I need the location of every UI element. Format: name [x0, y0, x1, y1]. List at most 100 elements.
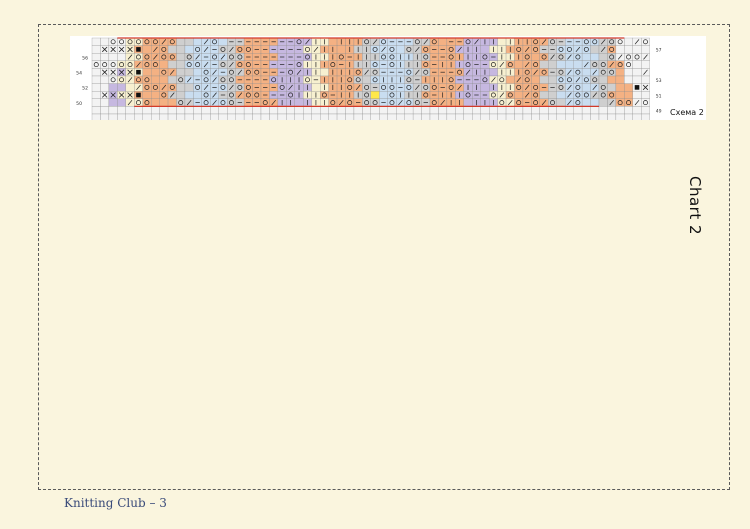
- stitch-symbol: [170, 92, 175, 98]
- chart-cell: [108, 106, 118, 115]
- chart-cell: [573, 83, 583, 92]
- chart-cell: [294, 60, 304, 69]
- chart-cell: [480, 75, 490, 84]
- stitch-symbol: [643, 100, 648, 106]
- chart-cell: [379, 83, 388, 92]
- chart-cell: [641, 75, 650, 84]
- chart-cell: [421, 91, 431, 99]
- stitch-symbol: [558, 77, 564, 83]
- stitch-symbol: [389, 54, 395, 60]
- row-number-left: 52: [82, 86, 88, 92]
- chart-cell: [193, 83, 203, 92]
- chart-cell: [176, 98, 186, 107]
- chart-cell: [379, 106, 388, 115]
- stitch-symbol: [136, 54, 141, 60]
- chart-cell: [463, 98, 473, 107]
- chart-cell: [201, 91, 211, 99]
- chart-cell: [556, 60, 566, 69]
- chart-cell: [556, 106, 566, 115]
- chart-cell: [607, 83, 617, 92]
- stitch-symbol: [372, 46, 378, 52]
- chart-cell: [201, 75, 211, 84]
- chart-cell: [632, 106, 642, 115]
- row-number-left: 50: [76, 101, 82, 107]
- stitch-symbol: [288, 92, 294, 98]
- chart-cell: [396, 113, 405, 122]
- chart-cell: [472, 106, 481, 115]
- chart-cell: [345, 75, 355, 84]
- chart-cell: [252, 68, 262, 77]
- chart-cell: [117, 53, 126, 61]
- chart-cell: [319, 106, 329, 115]
- stitch-symbol: [431, 100, 437, 106]
- chart-cell: [641, 45, 650, 54]
- stitch-symbol: [127, 62, 133, 68]
- chart-cell: [404, 75, 414, 84]
- chart-cell: [193, 106, 203, 115]
- stitch-symbol: [490, 62, 496, 68]
- stitch-symbol: [305, 77, 310, 83]
- chart-cell: [632, 75, 642, 84]
- chart-cell: [252, 91, 262, 99]
- chart-cell: [108, 113, 118, 122]
- chart-cell: [404, 98, 414, 107]
- chart-cell: [117, 98, 126, 107]
- stitch-symbol: [228, 100, 234, 106]
- chart-cell: [404, 113, 414, 122]
- chart-cell: [176, 75, 186, 84]
- chart-cell: [548, 60, 557, 69]
- chart-cell: [379, 113, 388, 122]
- stitch-symbol: [203, 84, 209, 91]
- stitch-symbol: [474, 39, 479, 45]
- stitch-symbol: [118, 69, 125, 75]
- chart-cell: [328, 113, 338, 122]
- chart-cell: [497, 37, 507, 46]
- chart-cell: [556, 68, 566, 77]
- stitch-symbol: [457, 84, 462, 91]
- row-number-right: 57: [656, 48, 662, 54]
- chart-cell: [235, 106, 245, 115]
- chart-cell: [598, 98, 608, 107]
- chart-cell: [345, 83, 355, 92]
- stitch-symbol: [288, 84, 293, 91]
- stitch-symbol: [567, 84, 572, 91]
- stitch-symbol: [110, 77, 116, 83]
- stitch-symbol: [127, 46, 133, 53]
- stitch-symbol: [237, 92, 243, 98]
- chart-cell: [556, 75, 566, 84]
- chart-cell: [303, 113, 312, 122]
- chart-cell: [294, 98, 304, 107]
- chart-cell: [243, 106, 253, 115]
- chart-cell: [345, 106, 355, 115]
- chart-cell: [581, 75, 591, 84]
- chart-cell: [624, 83, 633, 92]
- stitch-symbol: [415, 46, 420, 53]
- stitch-symbol: [643, 39, 648, 45]
- stitch-symbol: [423, 92, 429, 98]
- chart-cell: [336, 53, 346, 61]
- chart-cell: [167, 75, 177, 84]
- chart-cell: [193, 113, 203, 122]
- stitch-symbol: [355, 84, 361, 91]
- stitch-symbol: [144, 100, 150, 106]
- stitch-symbol: [127, 92, 133, 98]
- chart-cell: [151, 83, 160, 92]
- chart-cell: [218, 113, 228, 122]
- stitch-symbol: [355, 69, 361, 75]
- stitch-symbol: [237, 84, 243, 90]
- chart-cell: [125, 60, 135, 69]
- chart-cell: [438, 37, 448, 46]
- chart-cell: [252, 106, 262, 115]
- chart-cell: [446, 106, 456, 115]
- chart-cell: [167, 60, 177, 69]
- chart-cell: [269, 75, 279, 84]
- chart-cell: [91, 37, 101, 46]
- chart-cell: [522, 75, 532, 84]
- stitch-symbol: [101, 69, 108, 75]
- stitch-symbol: [195, 54, 200, 60]
- chart-cell: [539, 53, 549, 61]
- chart-cell: [581, 98, 591, 107]
- stitch-symbol: [499, 100, 505, 106]
